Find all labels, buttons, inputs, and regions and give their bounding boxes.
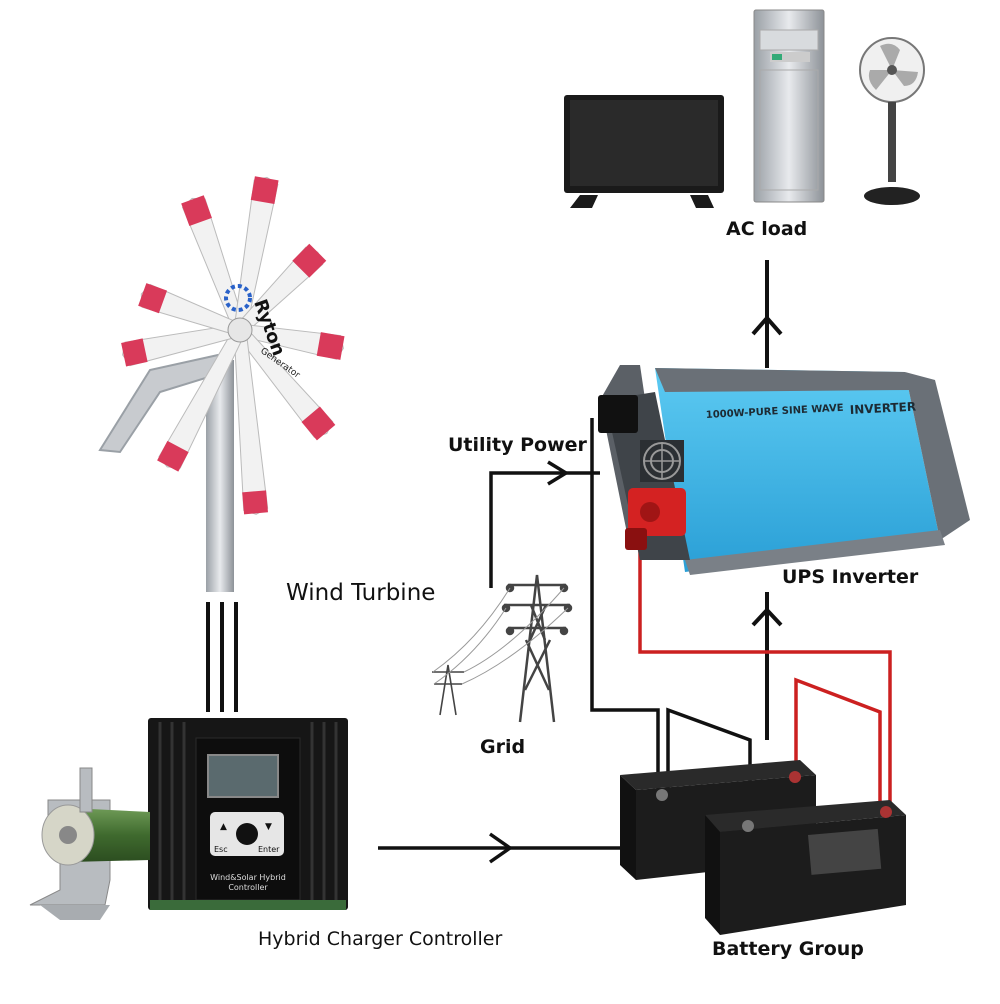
inverter-body — [655, 368, 940, 572]
controller-terminal-strip — [150, 900, 346, 910]
fan-grille — [640, 440, 684, 482]
ac-load-label: AC load — [726, 218, 808, 240]
utility-arrow — [547, 460, 570, 486]
controller-fins — [158, 722, 338, 905]
blade — [233, 176, 279, 332]
grid-label: Grid — [480, 736, 526, 758]
controller-knob — [236, 823, 258, 845]
tower-large — [501, 574, 573, 723]
battery-group — [620, 760, 906, 935]
grid-towers — [432, 574, 573, 723]
controller-enter: Enter — [258, 845, 280, 854]
load-arrow — [751, 314, 783, 336]
blade — [234, 325, 336, 441]
controller-to-battery-arrow — [488, 832, 514, 864]
battery-to-inverter-arrow — [751, 607, 783, 627]
controller-esc: Esc — [214, 845, 228, 854]
wind-turbine: Ryton Generator — [98, 176, 345, 592]
tv — [564, 95, 724, 208]
grid-to-inverter-wire — [489, 471, 600, 588]
inverter-foot — [685, 530, 945, 575]
power-lines — [432, 587, 569, 685]
tower-small — [432, 664, 464, 716]
inverter-right-cap — [905, 372, 970, 540]
inverter-label-big: INVERTER — [849, 400, 916, 417]
utility-power-label: Utility Power — [448, 434, 587, 456]
blade — [138, 283, 243, 337]
battery-group-label: Battery Group — [712, 938, 864, 960]
turbine-blades: Ryton Generator — [121, 176, 345, 515]
positive-wire — [638, 545, 892, 805]
dump-load-resistor — [29, 767, 150, 920]
turbine-logo-gear — [224, 284, 252, 312]
controller-caption-1: Wind&Solar Hybrid — [210, 873, 286, 882]
hybrid-controller: ▲ ▼ Esc Enter Wind&Solar Hybrid Controll… — [148, 718, 348, 910]
blade — [157, 326, 246, 472]
positive-wire-2 — [794, 677, 882, 805]
turbine-hub — [227, 317, 253, 343]
negative-wire — [590, 418, 660, 790]
ac-load-devices — [564, 9, 925, 208]
fan — [859, 37, 925, 205]
battery-front — [705, 800, 906, 935]
controller-up-key: ▲ — [220, 822, 227, 832]
controller-down-key: ▼ — [265, 822, 272, 832]
ups-inverter-label: UPS Inverter — [782, 566, 919, 588]
inverter-top-rail — [655, 368, 912, 392]
controller-display — [207, 754, 279, 798]
hybrid-controller-label: Hybrid Charger Controller — [258, 928, 503, 950]
controller-caption-2: Controller — [228, 883, 268, 892]
ups-inverter: 1000W-PURE SINE WAVE INVERTER — [598, 365, 970, 575]
red-terminal — [625, 488, 686, 550]
ac-socket — [598, 395, 638, 433]
air-conditioner — [753, 9, 825, 203]
wind-turbine-label: Wind Turbine — [286, 580, 436, 606]
